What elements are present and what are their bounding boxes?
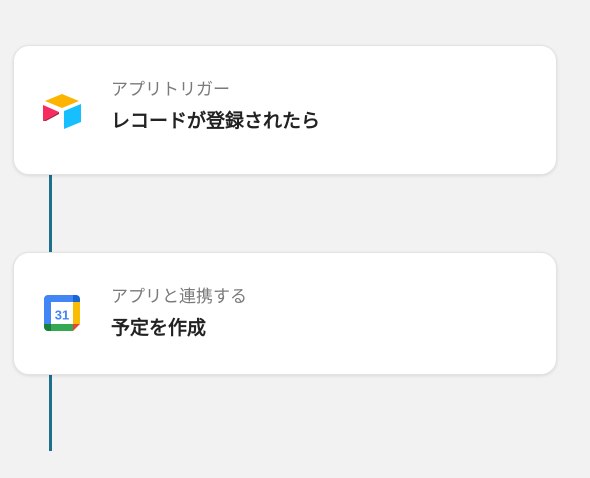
step-type-label: アプリと連携する [111,287,247,307]
step-type-label: アプリトリガー [111,80,230,100]
flow-step-trigger-card[interactable]: アプリトリガー レコードが登録されたら [13,45,557,175]
step-action-title: レコードが登録されたら [111,110,321,132]
airtable-icon [40,88,84,132]
calendar-date-text: 31 [55,308,69,323]
flow-connector-line [49,372,52,451]
step-action-title: 予定を作成 [111,317,207,339]
flow-step-action-card[interactable]: 31 アプリと連携する 予定を作成 [13,252,557,375]
google-calendar-icon: 31 [40,291,84,335]
flow-connector-line [49,172,52,254]
